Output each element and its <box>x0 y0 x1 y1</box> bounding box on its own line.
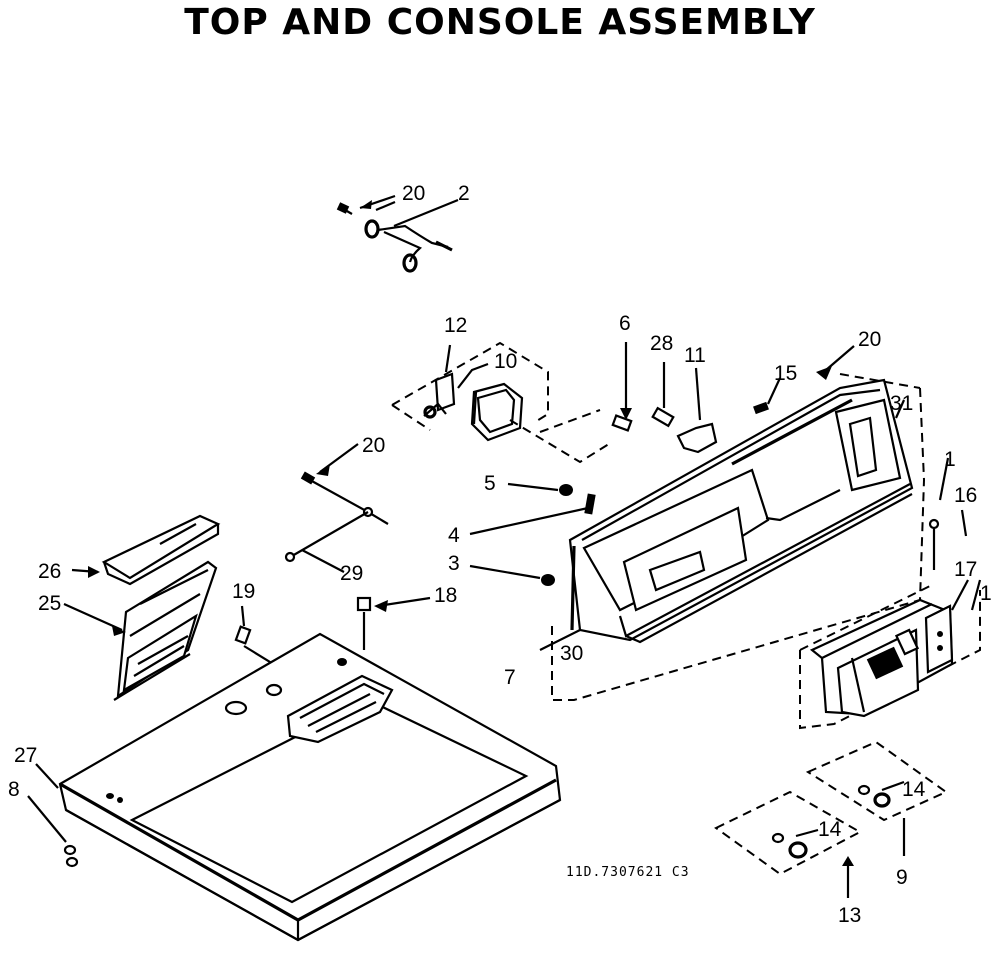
callout-14a: 14 <box>902 778 926 801</box>
small-hardware-left <box>469 482 596 586</box>
callout-16: 16 <box>954 484 977 507</box>
console-panel-part-30 <box>539 373 925 701</box>
callout-labels: 20 2 12 10 6 28 11 20 15 31 20 5 4 3 7 3… <box>8 182 992 927</box>
callout-9: 9 <box>896 866 908 889</box>
callout-15: 15 <box>774 362 797 385</box>
callout-10: 10 <box>494 350 517 373</box>
callout-8: 8 <box>8 778 20 801</box>
callout-7: 7 <box>504 666 516 689</box>
part-number: 11D.7307621 C3 <box>566 865 690 880</box>
wire-part-29 <box>284 443 389 573</box>
wire-harness-part-2 <box>336 194 459 273</box>
small-hardware-upper <box>611 342 855 454</box>
switch-bracket-part-10 <box>391 341 613 464</box>
callout-12: 12 <box>444 314 467 337</box>
dryer-top-part-27 <box>27 632 562 942</box>
callout-20c: 20 <box>362 434 385 457</box>
callout-11: 11 <box>684 344 706 367</box>
callout-20a: 20 <box>402 182 425 205</box>
filter-panel-part-25 <box>63 514 221 701</box>
callout-14b: 14 <box>818 818 842 841</box>
diagram-title: TOP AND CONSOLE ASSEMBLY <box>184 2 816 43</box>
callout-6: 6 <box>619 312 631 335</box>
callout-18: 18 <box>434 584 457 607</box>
callout-26: 26 <box>38 560 61 583</box>
callout-13: 13 <box>838 904 861 927</box>
callout-25: 25 <box>38 592 61 615</box>
callout-5: 5 <box>484 472 496 495</box>
callout-1: 1 <box>944 448 956 471</box>
callout-20b: 20 <box>858 328 881 351</box>
callout-27: 27 <box>14 744 37 767</box>
callout-29: 29 <box>340 562 363 585</box>
callout-1b: 1 <box>980 582 992 605</box>
callout-4: 4 <box>448 524 460 547</box>
callout-19: 19 <box>232 580 255 603</box>
callout-30: 30 <box>560 642 583 665</box>
callout-17: 17 <box>954 558 977 581</box>
mounting-plates-part-9-13 <box>714 740 948 898</box>
callout-3: 3 <box>448 552 460 575</box>
callout-31: 31 <box>890 392 913 415</box>
callout-28: 28 <box>650 332 673 355</box>
callout-2: 2 <box>458 182 470 205</box>
control-board-part-17 <box>799 457 982 730</box>
